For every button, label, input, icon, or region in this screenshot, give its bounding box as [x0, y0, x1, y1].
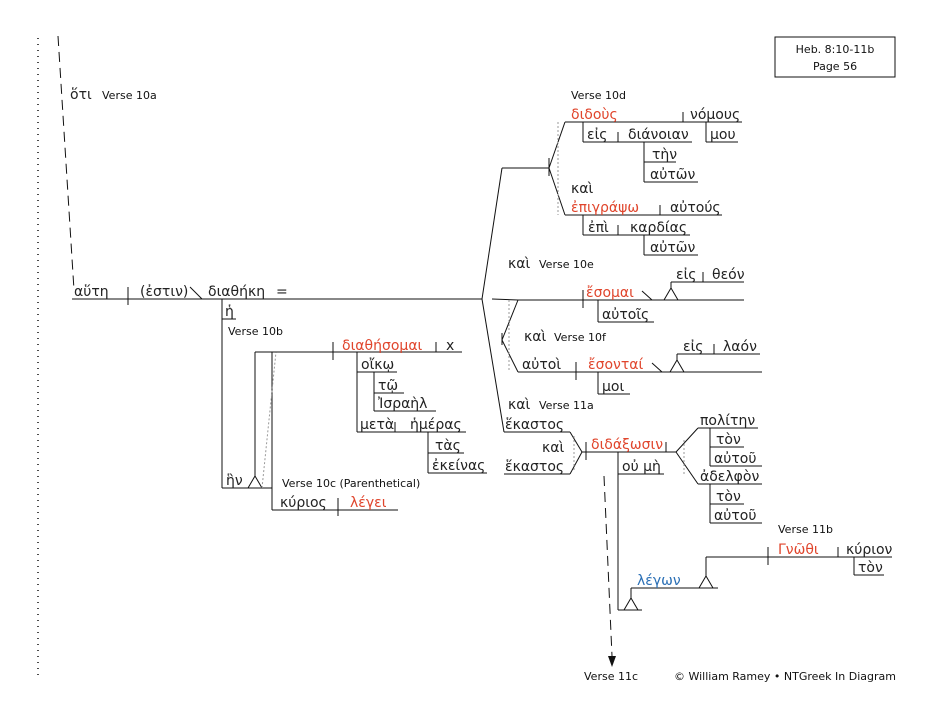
word-haute: αὕτη [74, 284, 109, 300]
10f-fork [501, 339, 519, 373]
fork-lower [481, 298, 505, 433]
word-auton2: αὐτῶν [650, 240, 695, 256]
word-estin: (ἐστιν) [140, 284, 188, 300]
word-eis3: εἰς [683, 339, 704, 355]
word-hekastos1: ἕκαστος [505, 417, 564, 433]
word-israel: Ἰσραὴλ [378, 396, 427, 412]
word-ten: τὴν [652, 147, 677, 163]
word-equals: = [276, 284, 288, 300]
hen-pedestal [247, 475, 263, 489]
object-fork-upper [675, 427, 699, 453]
word-eis1: εἰς [587, 127, 608, 143]
word-ton2: τὸν [716, 489, 741, 505]
word-mou: μου [710, 127, 736, 143]
word-x: x [446, 338, 454, 354]
word-kai1: καὶ [571, 181, 593, 197]
hoti-dashed-connector [57, 35, 75, 291]
word-kai2: καὶ [508, 256, 530, 272]
label-verse-10d: Verse 10d [571, 89, 626, 102]
label-verse-10f: Verse 10f [554, 331, 607, 344]
word-didaxosin: διδάξωσιν [591, 437, 663, 453]
esomai-pedestal [663, 287, 679, 301]
word-autou2: αὐτοῦ [714, 508, 756, 524]
gnothi-pedestal [698, 575, 714, 589]
esomai-slant [641, 290, 653, 301]
word-didous: διδοὺς [571, 107, 618, 123]
object-fork-lower [675, 451, 699, 485]
fork-upper [481, 167, 503, 300]
verse-11c-dashed-arrow [603, 475, 613, 657]
word-epi: ἐπὶ [588, 220, 609, 236]
legon-pedestal [623, 597, 639, 611]
word-ekeinas: ἐκείνας [432, 458, 485, 474]
word-meta: μετὰ [360, 417, 394, 433]
label-verse-11b: Verse 11b [778, 523, 833, 536]
word-hen: ἣν [226, 473, 243, 489]
word-laon: λαόν [723, 339, 757, 355]
word-theon: θεόν [712, 267, 745, 283]
word-nomous: νόμους [690, 107, 740, 123]
word-politen: πολίτην [700, 413, 755, 429]
word-kai4: καὶ [508, 397, 530, 413]
word-dianoian: διάνοιαν [628, 127, 689, 143]
word-kyrios: κύριος [280, 495, 327, 511]
word-ton3: τὸν [858, 560, 883, 576]
word-esontai: ἔσονταί [588, 357, 643, 373]
label-verse-10a: Verse 10a [102, 89, 157, 102]
word-legon: λέγων [637, 573, 681, 589]
label-verse-11a: Verse 11a [539, 399, 594, 412]
word-hoti: ὅτι [70, 87, 92, 103]
word-kyrion: κύριον [846, 542, 893, 558]
word-hekastos2: ἕκαστος [505, 459, 564, 475]
word-diathesomai: διαθήσομαι [342, 338, 423, 354]
word-hemeras: ἡμέρας [410, 417, 462, 433]
10d-fork-upper [548, 121, 566, 169]
predicate-slant [189, 286, 203, 300]
word-diatheke: διαθήκη [208, 284, 265, 300]
page-number: Page 56 [813, 60, 857, 73]
word-auton1: αὐτῶν [650, 167, 695, 183]
word-autois: αὐτοῖς [602, 307, 649, 323]
hekastos-join-upper [569, 431, 583, 453]
word-gnothi: Γνῶθι [778, 542, 819, 558]
word-autous: αὐτούς [670, 200, 721, 216]
hekastos-join-lower [569, 451, 583, 475]
word-eis2: εἰς [676, 267, 697, 283]
word-kardias: καρδίας [630, 220, 687, 236]
word-moi: μοι [602, 379, 624, 395]
footer-credit: © William Ramey • NTGreek In Diagram [674, 670, 896, 683]
word-autou1: αὐτοῦ [714, 451, 756, 467]
esontai-slant [651, 362, 663, 373]
verse-11c-arrowhead [608, 656, 616, 667]
word-kai5: καὶ [542, 440, 564, 456]
word-legei: λέγει [350, 495, 387, 511]
reference-text: Heb. 8:10-11b [796, 43, 875, 56]
word-he: ἡ [225, 304, 234, 320]
word-autoi: αὐτοὶ [522, 357, 561, 373]
label-verse-10c: Verse 10c (Parenthetical) [282, 477, 420, 490]
label-verse-10b: Verse 10b [228, 325, 283, 338]
footer-verse-11c: Verse 11c [584, 670, 638, 683]
word-ou-me: οὐ μὴ [622, 459, 661, 475]
10d-fork-lower [548, 167, 566, 216]
10e-fork-lower [501, 299, 519, 341]
reference-box [774, 36, 896, 78]
word-esomai: ἔσομαι [586, 285, 634, 301]
word-to: τῷ [378, 378, 398, 394]
10e-connector [491, 298, 519, 301]
word-oiko: οἴκῳ [361, 357, 394, 373]
word-tas: τὰς [435, 438, 461, 454]
rel-clause-dotted [261, 351, 277, 489]
word-adelphon: ἀδελφὸν [700, 469, 759, 485]
word-kai3: καὶ [524, 329, 546, 345]
word-ton1: τὸν [716, 432, 741, 448]
word-epigrapho: ἐπιγράψω [571, 200, 639, 216]
label-verse-10e: Verse 10e [539, 258, 594, 271]
esontai-pedestal [669, 359, 685, 373]
